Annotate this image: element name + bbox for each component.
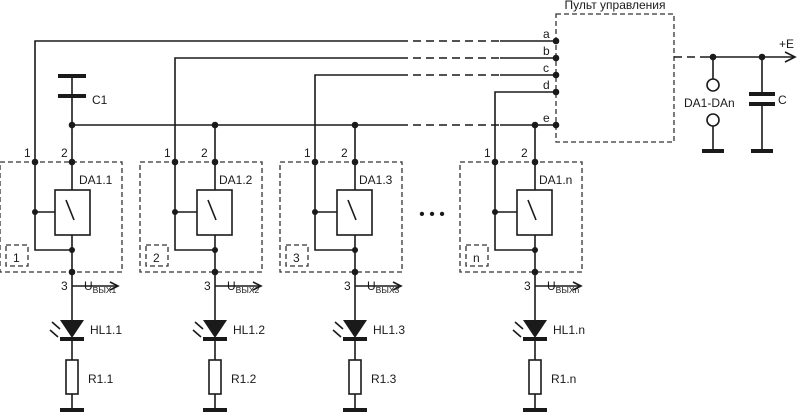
led-light-arrows-icon [49,321,61,338]
led-icon [343,320,367,338]
switch-icon [527,199,537,221]
resistor-icon [65,359,79,395]
bus-letter-c: c [543,61,549,75]
output-voltage-label: U [227,279,236,293]
resistor-label: R1.n [551,372,576,386]
bus-line-e [71,124,400,162]
module-index: 1 [13,251,20,265]
led-light-arrows-icon [192,321,204,338]
output-voltage-subscript: ВЫХn [556,285,580,295]
module-box [0,161,123,273]
module-box [279,161,403,273]
pin-1-label: 1 [304,146,311,160]
module-label: DA1.3 [359,173,393,187]
switch-box [196,189,233,236]
module-label: DA1.1 [79,173,113,187]
control-panel-label: Пульт управления [565,0,666,12]
channel-n: n DA1.n 1 2 3 UВЫХn HL1.n R1.n [459,146,585,412]
led-icon [60,320,84,338]
resistor-icon [208,359,222,395]
resistor-icon [528,359,542,395]
svg-text:UВЫХ3: UВЫХ3 [367,279,400,295]
control-panel: Пульт управления [555,0,675,143]
pin-2-label: 2 [61,146,68,160]
pin-3-label: 3 [61,279,68,293]
bus-line-b [174,57,400,162]
power-label: +E [779,37,794,51]
output-voltage-label: U [367,279,376,293]
bus-line-d [494,91,556,162]
pin-2-label: 2 [341,146,348,160]
pin-1-label: 1 [164,146,171,160]
resistor-label: R1.2 [231,372,257,386]
channel-1: 1 DA1.1 1 2 3 UВЫХ1 HL1.1 R1.1 [0,146,123,412]
led-light-arrows-icon [512,321,524,338]
module-index-box [285,244,309,267]
switch-box [516,189,553,236]
svg-text:UВЫХ2: UВЫХ2 [227,279,260,295]
led-label: HL1.1 [90,323,122,337]
module-box [139,161,263,273]
output-voltage-subscript: ВЫХ3 [376,285,400,295]
bus-letter-e: e [543,111,550,125]
output-arrow-icon [572,281,583,291]
bus-line-c [314,74,400,162]
module-box [459,161,583,273]
module-power-label: DA1-DAn [684,96,735,110]
led-icon [523,320,547,338]
power-arrow-icon [784,51,797,63]
led-label: HL1.3 [373,323,405,337]
pin-3-label: 3 [204,279,211,293]
resistor-label: R1.3 [371,372,397,386]
pin-2-label: 2 [521,146,528,160]
output-voltage-subscript: ВЫХ1 [93,285,117,295]
bus-letter-d: d [543,78,550,92]
switch-icon [347,199,357,221]
bus-letter-b: b [543,44,550,58]
module-index: n [473,251,480,265]
output-arrow-icon [392,281,403,291]
channel-2: 2 DA1.2 1 2 3 UВЫХ2 HL1.2 R1.2 [139,146,265,412]
pin-3-label: 3 [344,279,351,293]
module-index: 2 [153,251,160,265]
module-label: DA1.n [539,173,572,187]
module-index-box [145,244,169,267]
switch-box [336,189,373,236]
pin-1-label: 1 [484,146,491,160]
bus-line-a [34,40,400,162]
output-voltage-subscript: ВЫХ2 [236,285,260,295]
channel-ellipsis: • • • [419,206,445,223]
output-arrow-icon [109,281,120,291]
led-light-arrows-icon [332,321,344,338]
pin-3-label: 3 [524,279,531,293]
power-section: +E DA1-DAn C [674,37,797,153]
svg-text:UВЫХ1: UВЫХ1 [84,279,117,295]
module-label: DA1.2 [219,173,253,187]
led-label: HL1.2 [233,323,265,337]
led-label: HL1.n [553,323,585,337]
capacitor-c1: C1 [58,74,108,125]
resistor-icon [348,359,362,395]
bus-letter-a: a [543,27,550,41]
output-voltage-label: U [84,279,93,293]
output-voltage-label: U [547,279,556,293]
channel-3: 3 DA1.3 1 2 3 UВЫХ3 HL1.3 R1.3 [279,146,405,412]
output-arrow-icon [252,281,263,291]
resistor-label: R1.1 [88,372,114,386]
control-bus: a b c d e [34,27,560,162]
module-index: 3 [293,251,300,265]
switch-icon [65,199,75,221]
control-panel-box [555,13,675,143]
svg-text:UВЫХn: UВЫХn [547,279,580,295]
switch-icon [207,199,217,221]
switch-box [54,189,91,236]
pin-2-label: 2 [201,146,208,160]
pin-1-label: 1 [24,146,31,160]
capacitor-c1-label: C1 [92,93,108,107]
module-index-box [5,244,29,267]
module-index-box [465,244,489,267]
power-capacitor-label: C [778,93,787,107]
led-icon [203,320,227,338]
